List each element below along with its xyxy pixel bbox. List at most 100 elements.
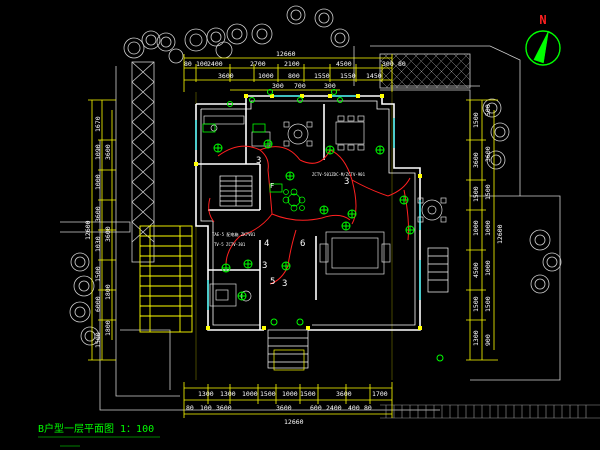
paved-terrace [379,53,471,89]
north-label: N [539,13,546,27]
dim-label: 900 [484,334,492,346]
dim-label: 1000 [94,174,102,190]
dim-label: 2400 [326,404,342,412]
wooden-deck [139,225,193,333]
light-fixture [281,261,291,271]
dim-label: 300 [272,82,284,90]
light-fixture [221,263,231,273]
panel-note: TV-5 ZCTV-301 [214,242,246,247]
dim-label: 12660 [276,50,296,58]
entry-steps [267,329,309,371]
dim-label: 1500 [94,332,102,348]
dim-label: 2700 [250,60,266,68]
dim-label: 100 [196,60,208,68]
dim-label: 1800 [104,284,112,300]
fixture-layer [213,89,444,362]
dim-label: 1500 [472,112,480,128]
pergola-left [131,61,155,263]
circuit-marker-boxes [202,123,283,193]
column-layer [194,94,422,330]
light-fixture [405,225,415,235]
dim-label: 80 [184,60,192,68]
circuit-label: 5 [270,277,275,287]
light-fixture [375,145,385,155]
dim-label: 3600 [216,404,232,412]
dim-label: 1000 [472,220,480,236]
circuit-label: F [270,182,274,190]
dining-table-rect [335,115,365,151]
dim-label: 1000 [258,72,274,80]
dim-label: 1300 [220,390,236,398]
dimension-layer [88,54,498,418]
dim-label: 3600 [94,206,102,222]
round-table-right [417,197,447,223]
dim-label: 1550 [340,72,356,80]
dim-label: 4500 [472,262,480,278]
light-fixture [341,221,351,231]
dim-label: 3600 [472,152,480,168]
dim-label: 300 [382,60,394,68]
dim-label: 1500 [300,390,316,398]
dim-label: 80 [186,404,194,412]
dim-label: 500 [484,104,492,116]
dim-label: 1550 [314,72,330,80]
dim-label: 1500 [484,296,492,312]
dim-label: 600 [310,404,322,412]
dim-label: 1800 [104,320,112,336]
panel-note: TAE-5 配电箱 ZK7V01 [212,231,256,237]
panel-note: ZCTV-501ZDC-M/ZCTV-901 [312,172,366,177]
dim-label: 4500 [336,60,352,68]
round-table-dining [283,121,313,147]
dim-label: 1000 [282,390,298,398]
light-fixture [319,205,329,215]
dim-label: 6000 [94,296,102,312]
circuit-label: 3 [344,177,349,187]
wall-layer [195,95,421,331]
drawing-title: B户型一层平面图 1：100 [38,422,154,435]
dim-label: 100 [200,404,212,412]
dim-label: 1300 [198,390,214,398]
room-label-layer: 3 3 3 3 4 5 6 F [256,156,349,289]
dim-label: 1030 [94,236,102,252]
circuit-label: 3 [256,156,261,166]
dim-label: 12600 [84,220,92,240]
dim-label: 1000 [484,260,492,276]
ceiling-fixture-cluster [282,188,306,212]
light-fixture [213,143,223,153]
dim-label: 800 [288,72,300,80]
dim-label: 400 [348,404,360,412]
light-fixture [436,354,444,362]
dim-label: 3600 [276,404,292,412]
dim-label: 1300 [472,330,480,346]
dim-label: 3600 [484,146,492,162]
dim-label: 1000 [484,220,492,236]
dim-label: 2100 [284,60,300,68]
title-block: B户型一层平面图 1：100 [38,422,160,447]
light-fixture [263,139,273,149]
dim-label: 1000 [242,390,258,398]
tree-group-top-left [123,5,350,64]
dim-label: 3600 [336,390,352,398]
light-fixture [399,195,409,205]
dim-label: 80 [364,404,372,412]
dim-label: 700 [294,82,306,90]
circuit-label: 3 [262,261,267,271]
note-layer: TAE-5 配电箱 ZK7V01 TV-5 ZCTV-301 ZCTV-501Z… [212,172,366,247]
dim-label: 1500 [472,296,480,312]
wiring-layer [208,145,411,285]
side-steps [427,247,449,293]
dim-label: 80 [398,60,406,68]
bottom-paving-strip [380,404,600,419]
light-fixture [285,171,295,181]
circuit-label: 4 [264,239,269,249]
dim-label: 1090 [94,144,102,160]
dim-label: 3600 [104,144,112,160]
dim-label: 1700 [372,390,388,398]
dim-label: 1500 [260,390,276,398]
light-fixture [325,145,335,155]
light-fixture [243,259,253,269]
dim-label: 3600 [218,72,234,80]
tree-group-left [69,252,100,346]
light-fixture [347,209,357,219]
